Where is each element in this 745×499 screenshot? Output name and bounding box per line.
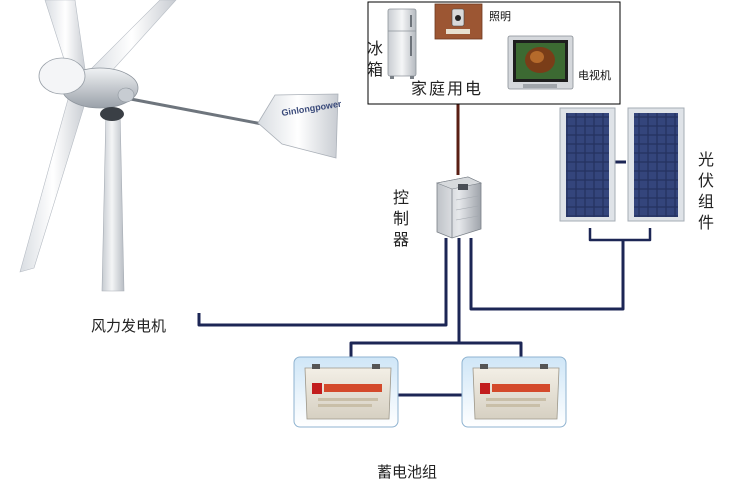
turbine-yaw-ring xyxy=(100,107,124,121)
battery-right xyxy=(461,356,567,428)
pv-panel-left xyxy=(559,107,616,222)
controller-icon xyxy=(435,176,482,239)
wind-turbine: Ginlongpower xyxy=(19,0,343,292)
turbine-generator-cap xyxy=(117,87,135,103)
battery-bank-label: 蓄电池组 xyxy=(377,463,438,481)
fridge-label: 冰 箱 xyxy=(366,39,383,79)
pv-label: 光 伏 组 件 xyxy=(697,150,714,232)
turbine-tail-boom xyxy=(119,95,279,129)
turbine-tower xyxy=(101,109,125,292)
turbine-blade-lower-left xyxy=(19,91,87,273)
controller-to-battery-wire xyxy=(349,238,523,357)
pv-panels xyxy=(559,107,685,222)
wind-to-controller-wire xyxy=(197,238,448,327)
fridge-icon xyxy=(387,8,417,79)
pv-panel-right xyxy=(627,107,685,222)
tv-label: 电视机 xyxy=(578,69,611,82)
light-switch-icon xyxy=(434,3,483,40)
turbine-tail-fin xyxy=(257,93,339,159)
household-title: 家庭用电 xyxy=(411,79,484,98)
battery-left xyxy=(293,356,399,428)
turbine-hub xyxy=(38,57,86,95)
pv-to-controller-wire xyxy=(469,238,625,311)
pv-panel-link-wire xyxy=(588,228,652,242)
controller-label: 控 制 器 xyxy=(392,188,409,249)
household-box xyxy=(367,1,621,105)
lighting-label: 照明 xyxy=(489,10,511,23)
wind-turbine-label: 风力发电机 xyxy=(91,317,167,335)
wiring xyxy=(197,40,652,397)
tv-icon xyxy=(507,35,574,90)
